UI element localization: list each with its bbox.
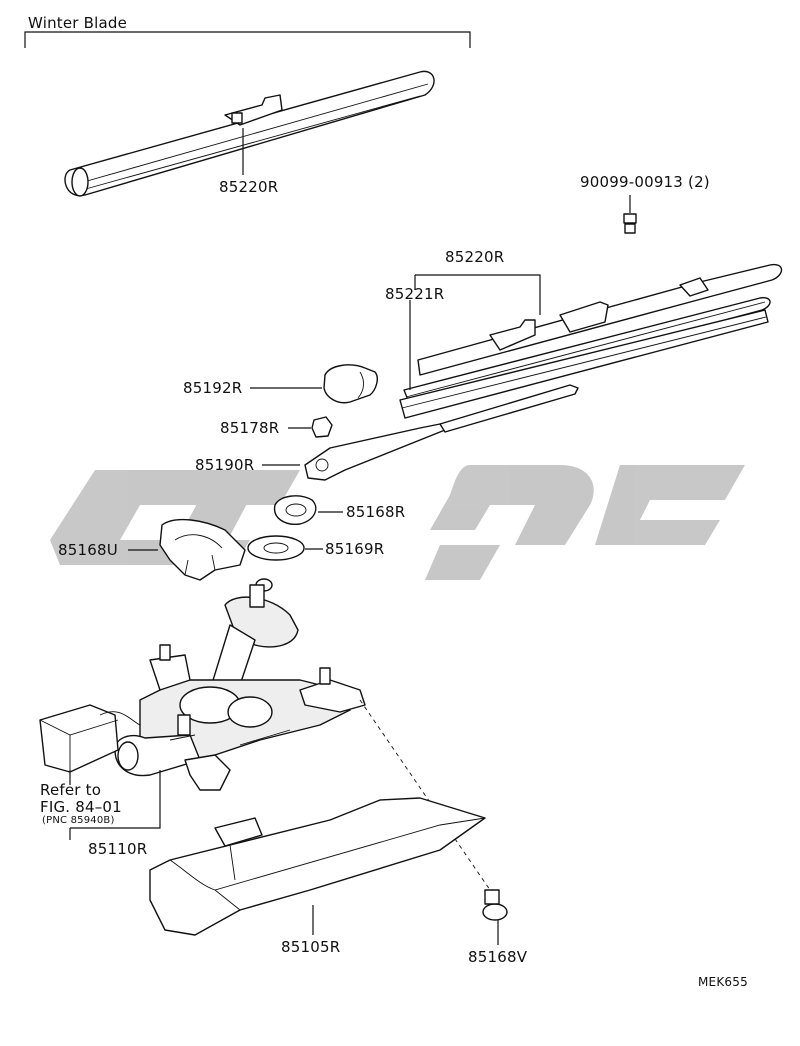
part-label-winter-blade: 85220R [219, 178, 279, 196]
part-label-head-cap: 85192R [183, 379, 243, 397]
screw-part [623, 195, 637, 234]
cushion-part [273, 495, 317, 525]
washer-part [247, 535, 305, 561]
winter-blade [64, 70, 435, 197]
wiper-arm [304, 384, 579, 481]
part-label-bracket: 85168U [58, 541, 118, 559]
motor-assembly [114, 584, 366, 791]
winter-blade-label: Winter Blade [28, 14, 128, 32]
leader-blade [414, 274, 541, 315]
part-label-nut: 85178R [220, 419, 280, 437]
cover-part [149, 797, 486, 936]
diagram-code: MEK655 [698, 975, 748, 989]
clip-part [482, 889, 508, 921]
part-label-screw: 90099-00913 (2) [580, 173, 710, 191]
nut-part [311, 416, 333, 438]
part-label-motor: 85110R [88, 840, 148, 858]
watermark-logo [50, 465, 745, 580]
part-label-cover: 85105R [281, 938, 341, 956]
wiper-blade [399, 263, 783, 419]
connector-part [39, 704, 141, 773]
reference-line1: Refer to [40, 781, 102, 799]
part-label-arm: 85190R [195, 456, 255, 474]
reference-line3: (PNC 85940B) [42, 815, 115, 826]
reference-line2: FIG. 84–01 [40, 798, 122, 816]
part-label-washer: 85169R [325, 540, 385, 558]
head-cap-part [323, 364, 378, 404]
part-label-blade-rubber: 85221R [385, 285, 445, 303]
part-label-blade: 85220R [445, 248, 505, 266]
part-label-cushion: 85168R [346, 503, 406, 521]
dashed-guide [359, 699, 491, 891]
winter-blade-bracket [24, 31, 471, 48]
part-label-clip: 85168V [468, 948, 528, 966]
bracket-part [159, 518, 246, 581]
leader-motor [70, 770, 161, 829]
